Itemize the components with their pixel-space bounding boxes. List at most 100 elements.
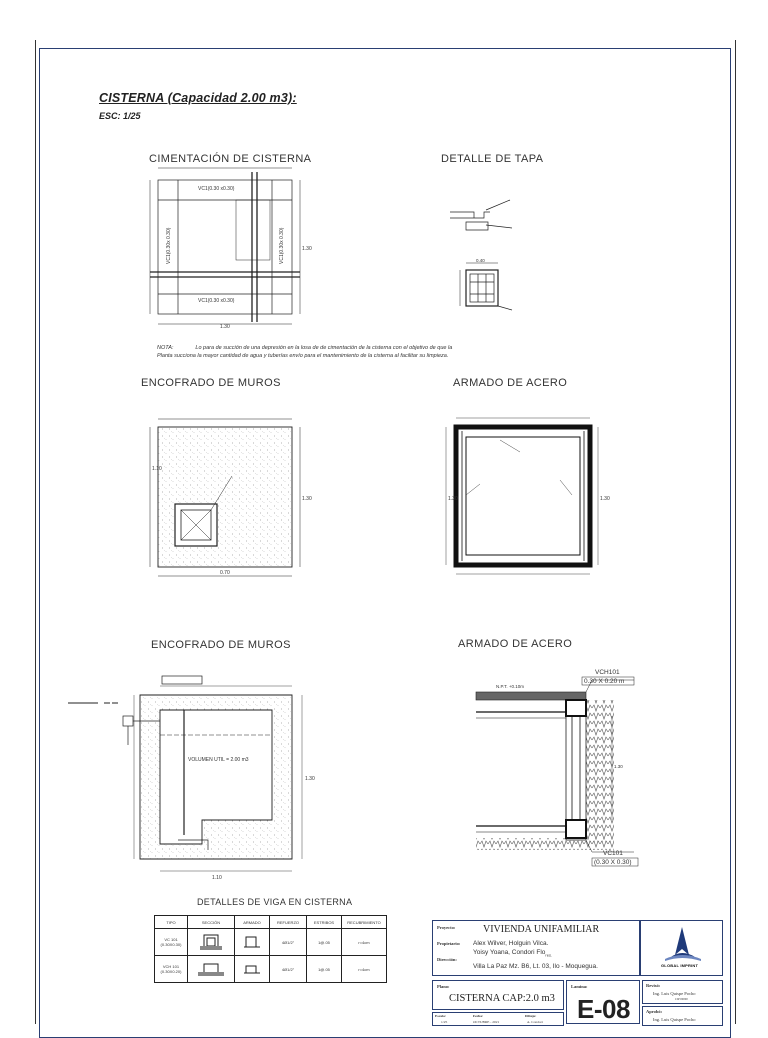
beam-cell-seccion <box>187 928 235 956</box>
propietario-1: Alex Wilver, Holguin Vilca. <box>473 940 549 947</box>
section-sketch <box>198 963 224 976</box>
beam-cell-tipo: VC 101(0.30X0.30) <box>154 928 188 956</box>
beam-tipo: VCH 101 <box>162 964 180 969</box>
view-title-armado-2: ARMADO DE ACERO <box>458 638 573 650</box>
encofrado-section <box>68 675 303 872</box>
dim-tapa-width: 0.40 <box>476 258 485 263</box>
label-vc1-right: VC1(0.30x 0.30) <box>279 227 285 264</box>
company-logo <box>665 927 701 961</box>
label-vc101: VC101 <box>603 850 623 857</box>
beam-header-refuerzo: REFUERZO <box>269 915 307 929</box>
dim-arm-left: 1.30 <box>448 496 458 502</box>
lamina-value: E-08 <box>577 994 630 1024</box>
sheet-title: CISTERNA (Capacidad 2.00 m3): <box>99 91 297 105</box>
armado-sketch <box>244 965 260 973</box>
lamina-label: Lamina: <box>571 984 588 989</box>
beam-tipo: VC 101 <box>164 937 178 942</box>
beam-header-recubrimiento: RECUBRIMIENTO <box>341 915 387 929</box>
proyecto-label: Proyecto: <box>437 925 456 930</box>
beam-cell-refuerzo: 4Ø1/2" <box>269 928 307 956</box>
label-npt: N.P.T. +0.10m <box>496 684 524 689</box>
title-block-lamina: Lamina: E-08 <box>566 980 640 1024</box>
aprobo-value: Ing. Luis Quispe Pocho <box>653 1017 696 1022</box>
dibujo-label: Dibujo: <box>525 1014 537 1018</box>
sheet-edge-right <box>735 40 736 1024</box>
encofrado-plan <box>149 418 301 577</box>
title-block-aprobo: Aprobó: Ing. Luis Quispe Pocho <box>642 1006 723 1026</box>
propietario-2-sub: res. <box>545 952 553 958</box>
beam-cell-recubrimiento: r=4cm <box>341 928 387 956</box>
dim-enc-left: 1.10 <box>152 466 162 472</box>
reviso-label: Revisó: <box>646 983 661 988</box>
beam-table-title: DETALLES DE VIGA EN CISTERNA <box>197 897 353 907</box>
view-title-cimentacion: CIMENTACIÓN DE CISTERNA <box>149 153 312 165</box>
label-vch101-size: 0.30 X 0.20 m <box>584 678 624 685</box>
beam-cell-estribos: 1@.05 <box>306 928 342 956</box>
beam-header-tipo: TIPO <box>154 915 188 929</box>
section-sketch <box>200 934 222 950</box>
beam-cell-recubrimiento: r=4cm <box>341 955 387 983</box>
dim-sec-right: 1.30 <box>305 776 315 782</box>
plano-value: CISTERNA CAP:2.0 m3 <box>449 993 555 1004</box>
dim-sec-bottom: 1.10 <box>212 875 222 881</box>
sheet-edge-left <box>35 40 36 1024</box>
propietario-2-name: Yoisy Yoana, Condori Flo <box>473 949 546 956</box>
table-row: VCH 101(0.30X0.20) 4Ø1/2" 1@.05 r=4cm <box>154 955 387 983</box>
tapa-detail <box>450 199 513 311</box>
reviso-sub: CIP 00000 <box>675 997 688 1001</box>
dim-arm-right: 1.30 <box>600 496 610 502</box>
label-vch101: VCH101 <box>595 669 620 676</box>
title-block-meta: Escala: 1/25 Fecha: OCTUBRE - 2021 Dibuj… <box>432 1012 564 1026</box>
label-vc1-top: VC1(0.30 x0.30) <box>198 186 235 192</box>
propietario-label: Propietario: <box>437 941 461 946</box>
logo-text: GLOBAL IMPRINT <box>661 963 699 968</box>
reviso-value: Ing. Luis Quispe Pocho <box>653 991 696 996</box>
escala-value: 1/25 <box>441 1020 448 1024</box>
fecha-value: OCTUBRE - 2021 <box>473 1020 500 1024</box>
nota-label: NOTA: <box>157 345 174 351</box>
dim-arm-sec: 1.30 <box>614 764 623 769</box>
armado-plan <box>445 417 599 575</box>
nota-line-1: Lo para de succión de una depresión en l… <box>195 345 453 351</box>
direccion-value: Villa La Paz Mz. B6, Lt. 03, Ilo - Moque… <box>473 963 598 970</box>
propietario-2: Yoisy Yoana, Condori Flores. <box>473 949 552 957</box>
nota: NOTA: Lo para de succión de una depresión… <box>157 344 452 360</box>
plano-label: Plano: <box>437 984 450 989</box>
beam-cell-estribos: 1@.05 <box>306 955 342 983</box>
label-vc1-left: VC1(0.30x 0.30) <box>166 227 172 264</box>
dim-cim-width: 1.30 <box>220 324 230 330</box>
view-title-encofrado-1: ENCOFRADO DE MUROS <box>141 377 281 389</box>
title-block-reviso: Revisó: Ing. Luis Quispe Pocho CIP 00000 <box>642 980 723 1004</box>
beam-table: TIPO SECCIÓN ARMADO REFUERZO ESTRIBOS RE… <box>154 915 387 983</box>
escala-label: Escala: <box>435 1014 446 1018</box>
label-vc1-bottom: VC1(0.30 x0.30) <box>198 298 235 304</box>
beam-header-armado: ARMADO <box>234 915 270 929</box>
sheet-scale: ESC: 1/25 <box>99 111 141 121</box>
dim-enc-right: 1.30 <box>302 496 312 502</box>
cimentacion-plan <box>149 167 301 325</box>
beam-header-estribos: ESTRIBOS <box>306 915 342 929</box>
beam-cell-armado <box>234 955 270 983</box>
beam-cell-armado <box>234 928 270 956</box>
view-title-encofrado-2: ENCOFRADO DE MUROS <box>151 639 291 651</box>
direccion-label: Dirección: <box>437 957 457 962</box>
beam-tipo-sub: (0.30X0.20) <box>160 969 182 974</box>
title-block-logo: GLOBAL IMPRINT <box>640 920 723 976</box>
beam-cell-tipo: VCH 101(0.30X0.20) <box>154 955 188 983</box>
beam-tipo-sub: (0.30X0.30) <box>160 942 182 947</box>
title-block-project: Proyecto: VIVIENDA UNIFAMILIAR Propietar… <box>432 920 640 976</box>
dim-cim-height: 1.30 <box>302 246 312 252</box>
title-block-plano: Plano: CISTERNA CAP:2.0 m3 <box>432 980 564 1010</box>
table-row: VC 101(0.30X0.30) 4Ø1/2" 1@.05 r=4cm <box>154 928 387 956</box>
view-title-tapa: DETALLE DE TAPA <box>441 153 544 165</box>
beam-cell-refuerzo: 4Ø1/2" <box>269 955 307 983</box>
aprobo-label: Aprobó: <box>646 1009 663 1014</box>
dim-enc-bottom: 0.70 <box>220 570 230 576</box>
beam-header-seccion: SECCIÓN <box>187 915 235 929</box>
fecha-label: Fecha: <box>473 1014 484 1018</box>
armado-section <box>475 676 639 867</box>
label-vc101-size: (0.30 X 0.30) <box>594 859 632 866</box>
nota-line-2: Planta succiona la mayor cantidad de agu… <box>157 353 449 359</box>
view-title-armado-1: ARMADO DE ACERO <box>453 377 568 389</box>
